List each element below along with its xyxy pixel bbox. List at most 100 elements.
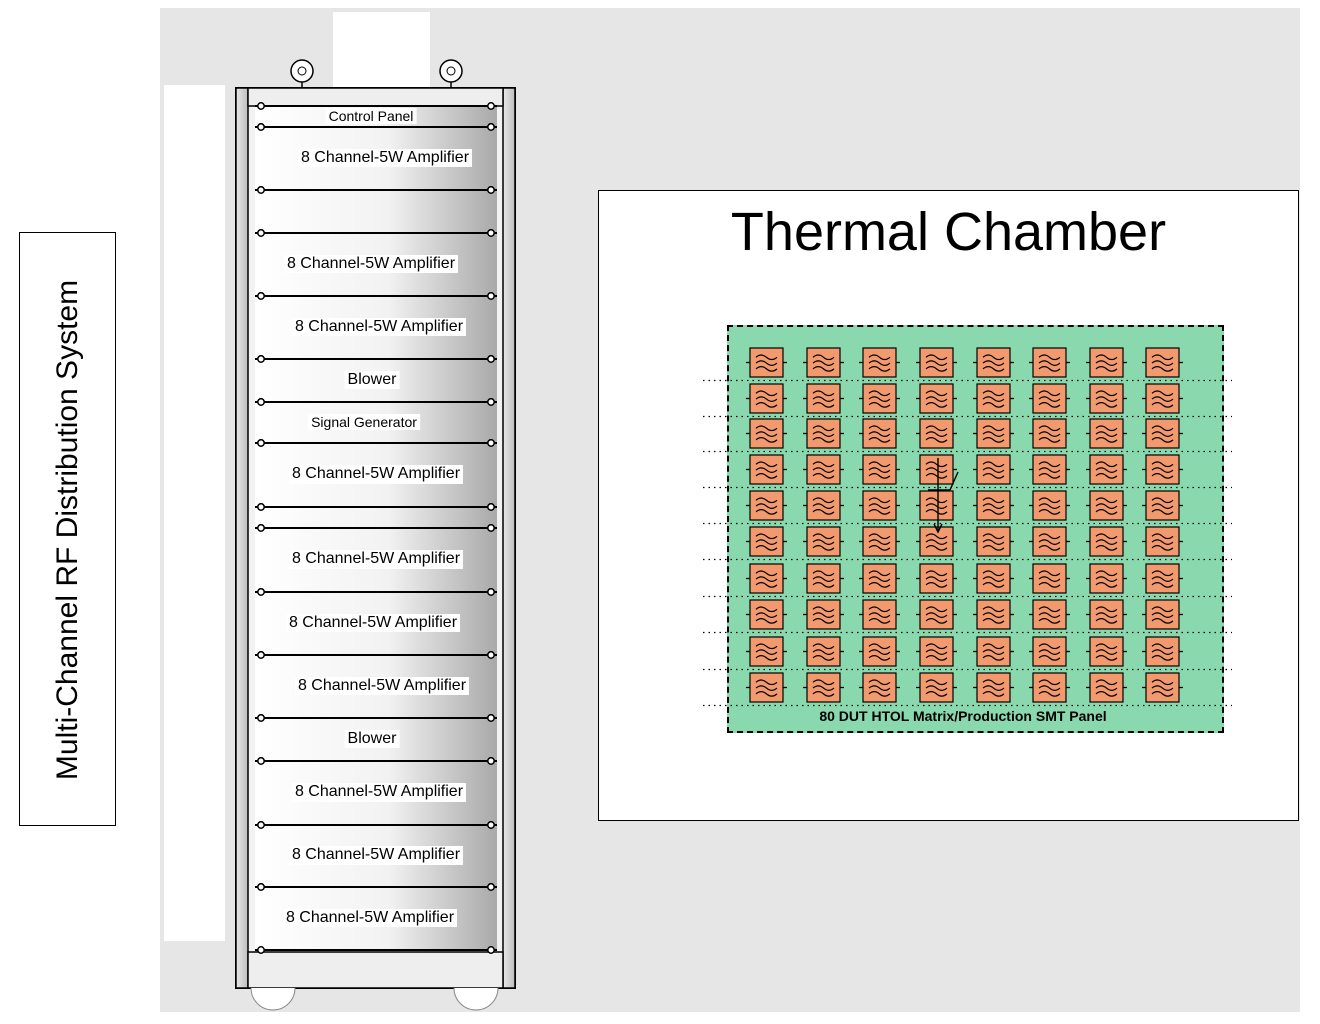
rack-unit-label: 8 Channel-5W Amplifier bbox=[294, 676, 470, 696]
dut-filter-icon bbox=[973, 636, 1014, 667]
dut-filter-icon bbox=[1142, 383, 1183, 414]
dut-filter-icon bbox=[916, 636, 957, 667]
dut-filter-icon bbox=[1142, 490, 1183, 521]
dut-filter-icon bbox=[1086, 563, 1127, 594]
dut-filter-icon bbox=[859, 672, 900, 703]
dut-filter-icon bbox=[1029, 563, 1070, 594]
dut-filter-icon bbox=[973, 454, 1014, 485]
rack-unit-label: 8 Channel-5W Amplifier bbox=[283, 254, 459, 274]
dut-filter-icon bbox=[973, 526, 1014, 557]
dut-filter-icon bbox=[803, 526, 844, 557]
dut-bias-traces bbox=[703, 379, 1232, 707]
dut-filter-icon bbox=[1142, 672, 1183, 703]
signal-probe-icon bbox=[928, 458, 959, 534]
dut-filter-icon bbox=[916, 347, 957, 378]
dut-filter-icon bbox=[803, 383, 844, 414]
dut-filter-icon bbox=[916, 418, 957, 449]
dut-filter-icon bbox=[973, 418, 1014, 449]
rack-unit-label: Blower bbox=[344, 729, 400, 749]
dut-filter-icon bbox=[1142, 454, 1183, 485]
top-white-panel bbox=[333, 12, 430, 88]
rack-unit-label: 8 Channel-5W Amplifier bbox=[288, 465, 464, 484]
rack-unit-label: 8 Channel-5W Amplifier bbox=[291, 317, 467, 337]
dut-filter-icon bbox=[746, 636, 787, 667]
dut-filter-icon bbox=[1142, 526, 1183, 557]
dut-filter-icon bbox=[916, 563, 957, 594]
dut-filter-icon bbox=[916, 672, 957, 703]
dut-filter-icon bbox=[803, 599, 844, 630]
dut-filter-icon bbox=[1142, 563, 1183, 594]
dut-filter-icon bbox=[859, 636, 900, 667]
rack-lifting-eyebolts bbox=[290, 59, 463, 88]
rack-unit-label: Control Panel bbox=[325, 108, 417, 125]
dut-filter-icon bbox=[1086, 454, 1127, 485]
side-white-panel bbox=[164, 85, 225, 941]
dut-filter-icon bbox=[973, 347, 1014, 378]
dut-filter-icon bbox=[1029, 599, 1070, 630]
system-title-box: Multi-Channel RF Distribution System bbox=[19, 232, 116, 826]
dut-filter-icon bbox=[973, 563, 1014, 594]
dut-filter-icon bbox=[973, 672, 1014, 703]
dut-filter-icon bbox=[1029, 636, 1070, 667]
dut-filter-icon bbox=[1029, 672, 1070, 703]
dut-filter-icon bbox=[916, 383, 957, 414]
dut-filter-icon bbox=[803, 563, 844, 594]
dut-filter-icon bbox=[746, 599, 787, 630]
dut-filter-icon bbox=[859, 490, 900, 521]
rack-unit-label: 8 Channel-5W Amplifier bbox=[291, 783, 467, 802]
dut-filter-icon bbox=[973, 599, 1014, 630]
dut-filter-icon bbox=[746, 418, 787, 449]
dut-filter-icon bbox=[746, 454, 787, 485]
rack-unit-label: 8 Channel-5W Amplifier bbox=[285, 613, 461, 633]
dut-panel-label: 80 DUT HTOL Matrix/Production SMT Panel bbox=[819, 708, 1107, 724]
dut-filter-icon bbox=[916, 526, 957, 557]
dut-filter-icon bbox=[1086, 526, 1127, 557]
dut-filter-icon bbox=[859, 347, 900, 378]
dut-filter-icon bbox=[1086, 636, 1127, 667]
dut-filter-icon bbox=[859, 418, 900, 449]
dut-filter-icon bbox=[1029, 454, 1070, 485]
dut-filter-icon bbox=[1086, 490, 1127, 521]
dut-filter-icon bbox=[973, 490, 1014, 521]
dut-filter-icon bbox=[1142, 418, 1183, 449]
dut-filter-icon bbox=[859, 454, 900, 485]
dut-filter-icon bbox=[803, 418, 844, 449]
dut-filter-icon bbox=[746, 672, 787, 703]
dut-filter-icon bbox=[1142, 636, 1183, 667]
dut-filter-icon bbox=[916, 454, 957, 485]
dut-filter-icon bbox=[1086, 383, 1127, 414]
rack-unit-label: 8 Channel-5W Amplifier bbox=[288, 846, 464, 865]
dut-filter-icon bbox=[1142, 599, 1183, 630]
chamber-title: Thermal Chamber bbox=[730, 202, 1167, 262]
dut-filter-icon bbox=[803, 347, 844, 378]
rack-unit-label: 8 Channel-5W Amplifier bbox=[297, 148, 473, 168]
rack-unit-label: 8 Channel-5W Amplifier bbox=[282, 908, 458, 928]
dut-filter-icon bbox=[803, 490, 844, 521]
dut-filter-icon bbox=[803, 672, 844, 703]
rack-unit-label: 8 Channel-5W Amplifier bbox=[288, 550, 464, 569]
dut-filter-icon bbox=[859, 563, 900, 594]
dut-filter-icon bbox=[746, 490, 787, 521]
dut-filter-icon bbox=[1029, 490, 1070, 521]
dut-filter-icon bbox=[1029, 347, 1070, 378]
rack-unit-label: Signal Generator bbox=[308, 414, 420, 431]
dut-filter-icon bbox=[746, 563, 787, 594]
dut-filter-icon bbox=[916, 490, 957, 521]
dut-filter-icon bbox=[1029, 526, 1070, 557]
dut-filter-icon bbox=[1029, 383, 1070, 414]
rack-casters bbox=[250, 987, 499, 1011]
dut-filter-icon bbox=[1086, 672, 1127, 703]
dut-filter-icon bbox=[1086, 599, 1127, 630]
dut-filter-icon bbox=[803, 636, 844, 667]
dut-filter-icon bbox=[859, 526, 900, 557]
dut-filter-icon bbox=[973, 383, 1014, 414]
dut-filter-icon bbox=[1029, 418, 1070, 449]
dut-filter-icon bbox=[746, 526, 787, 557]
dut-filter-icon bbox=[746, 347, 787, 378]
dut-filter-icon bbox=[803, 454, 844, 485]
dut-filter-icon bbox=[1086, 418, 1127, 449]
dut-grid bbox=[746, 347, 1183, 703]
dut-filter-icon bbox=[859, 599, 900, 630]
